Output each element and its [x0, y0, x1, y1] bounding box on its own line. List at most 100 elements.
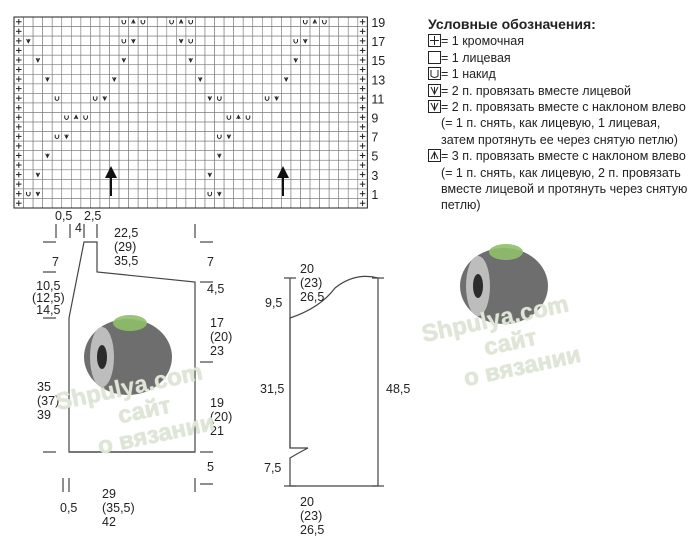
chart-cell [300, 112, 311, 123]
chart-cell [80, 74, 91, 85]
chart-cell [80, 93, 91, 104]
chart-cell [347, 83, 359, 94]
chart-cell [185, 83, 196, 94]
stitch-symbol [359, 95, 366, 101]
chart-cell [99, 45, 110, 56]
chart-cell [214, 112, 225, 123]
chart-cell [147, 198, 158, 209]
stitch-symbol [293, 57, 298, 63]
chart-cell [223, 179, 234, 190]
chart-cell [118, 102, 129, 113]
chart-cell [80, 35, 91, 46]
chart-cell [176, 150, 187, 161]
legend-item-text: = 2 п. провязать вместе лицевой [441, 83, 631, 98]
chart-cell [61, 179, 72, 190]
chart-cell [156, 35, 168, 46]
chart-cell [214, 16, 225, 27]
chart-cell [252, 140, 263, 151]
chart-cell [319, 198, 330, 209]
chart-cell [338, 188, 349, 199]
chart-cell [281, 102, 292, 113]
chart-cell [214, 93, 225, 104]
stitch-symbol [16, 114, 22, 121]
chart-cell [90, 64, 101, 75]
dim-right-top: 7 [207, 255, 214, 269]
chart-cell [71, 102, 82, 113]
chart-cell [71, 179, 82, 190]
chart-cell [290, 112, 301, 123]
stitch-symbol [198, 77, 203, 82]
chart-cell [319, 140, 330, 151]
sleeve-outline [289, 275, 379, 487]
chart-cell [338, 179, 349, 190]
chart-cell [261, 198, 273, 209]
legend-item: = 1 накид [428, 66, 690, 82]
chart-cell [242, 188, 254, 199]
chart-cell [147, 121, 158, 132]
chart-cell [290, 16, 301, 27]
chart-cell [338, 74, 349, 85]
chart-cell [166, 121, 177, 132]
chart-cell [42, 45, 53, 56]
chart-cell [42, 169, 53, 180]
chart-cell [23, 93, 34, 104]
chart-cell [156, 121, 168, 132]
chart-cell [80, 26, 91, 37]
chart-cell [242, 112, 254, 123]
stitch-symbol [16, 124, 22, 130]
chart-cell [242, 54, 254, 66]
chart-cell [118, 83, 129, 94]
chart-cell [32, 16, 43, 27]
chart-cell [32, 131, 43, 142]
chart-cell [223, 16, 234, 27]
body-outline [68, 241, 196, 453]
chart-cell [109, 121, 120, 132]
chart-cell [328, 26, 339, 37]
chart-cell [71, 121, 82, 132]
chart-cell [252, 131, 263, 142]
chart-cell [309, 188, 320, 199]
chart-cell [118, 179, 129, 190]
chart-cell [32, 74, 43, 85]
chart-cell [233, 26, 244, 37]
chart-cell [242, 121, 254, 132]
chart-cell [242, 179, 254, 190]
chart-cell [242, 74, 254, 85]
chart-cell [42, 159, 53, 171]
legend-item-text: = 1 кромочная [441, 34, 524, 49]
chart-cell [42, 102, 53, 113]
chart-cell [233, 179, 244, 190]
chart-cell [176, 54, 187, 66]
chart-cell [185, 188, 196, 199]
chart-cell [51, 169, 63, 180]
chart-cell [290, 198, 301, 209]
chart-cell [80, 179, 91, 190]
chart-cell [309, 26, 320, 37]
chart-cell [99, 64, 110, 75]
row-number: 5 [371, 150, 378, 164]
chart-cell [195, 131, 206, 142]
chart-cell [223, 74, 234, 85]
chart-cell [147, 16, 158, 27]
chart-cell [147, 64, 158, 75]
yarn-spool-image [84, 315, 172, 395]
chart-cell [99, 26, 110, 37]
chart-cell [185, 26, 196, 37]
chart-cell [80, 54, 91, 66]
stitch-symbol [112, 77, 117, 82]
stitch-symbol [245, 115, 251, 121]
chart-cell [242, 93, 254, 104]
chart-cell [51, 112, 63, 123]
chart-cell [137, 150, 148, 161]
chart-cell [51, 188, 63, 199]
chart-cell [347, 64, 359, 75]
chart-cell [90, 112, 101, 123]
chart-cell [71, 26, 82, 37]
chart-cell [271, 131, 282, 142]
chart-cell [61, 35, 72, 46]
chart-cell [51, 102, 63, 113]
chart-cell [214, 35, 225, 46]
chart-cell [61, 93, 72, 104]
chart-cell [252, 35, 263, 46]
chart-cell [347, 54, 359, 66]
